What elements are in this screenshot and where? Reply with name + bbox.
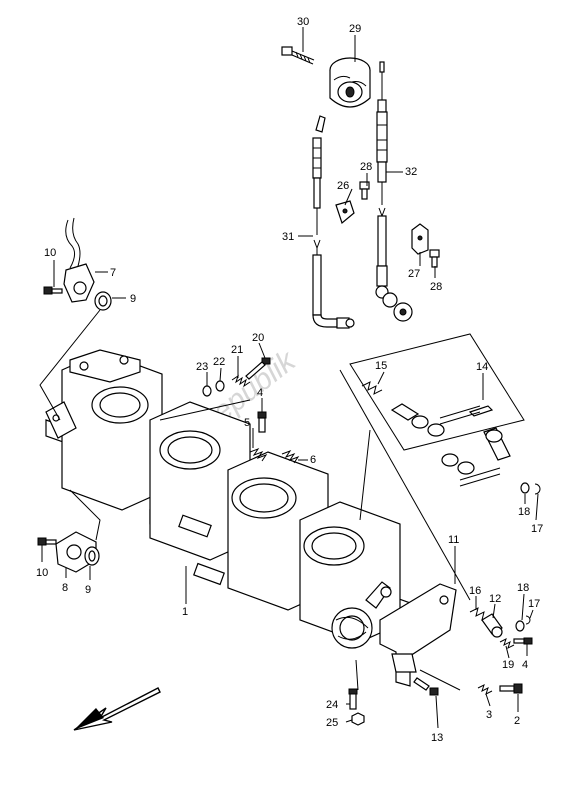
washer-18-lower <box>515 620 525 632</box>
callout-12: 12 <box>489 593 501 605</box>
callout-18: 18 <box>518 506 530 518</box>
callout-6: 6 <box>310 454 316 466</box>
sensor-8 <box>55 531 97 573</box>
throttle-body-1 <box>45 349 431 649</box>
screw-24 <box>348 688 358 710</box>
callout-4: 4 <box>522 659 528 671</box>
bracket-11 <box>379 583 457 687</box>
callout-31: 31 <box>282 231 294 243</box>
callout-30: 30 <box>297 16 309 28</box>
callout-24: 24 <box>326 699 338 711</box>
washer-18-upper <box>520 482 530 494</box>
callout-8: 8 <box>62 582 68 594</box>
screw-20 <box>245 357 271 380</box>
cable-32 <box>375 61 413 322</box>
callout-2: 2 <box>514 715 520 727</box>
callout-25: 25 <box>326 717 338 729</box>
spring-6 <box>281 449 300 464</box>
spring-19 <box>499 638 515 649</box>
cable-guide-29 <box>329 57 371 108</box>
callout-1: 1 <box>182 606 188 618</box>
screw-4-top <box>257 411 267 433</box>
callout-5: 5 <box>244 417 250 429</box>
spring-15 <box>361 381 383 395</box>
bolt-28-upper <box>359 181 370 200</box>
callout-10: 10 <box>36 567 48 579</box>
sensor-7 <box>63 217 95 303</box>
o-ring-9-lower <box>84 546 100 566</box>
callout-19: 19 <box>502 659 514 671</box>
callout-9: 9 <box>85 584 91 596</box>
callout-17: 17 <box>531 523 543 535</box>
screw-13 <box>413 677 439 696</box>
screw-2 <box>499 683 523 694</box>
lever-12 <box>481 613 503 638</box>
callout-32: 32 <box>405 166 417 178</box>
callout-18: 18 <box>517 582 529 594</box>
callout-10: 10 <box>44 247 56 259</box>
nut-25 <box>351 712 365 726</box>
leader-lines <box>39 27 539 729</box>
bracket-27 <box>411 223 429 255</box>
o-ring-23 <box>202 385 212 397</box>
clip-17-lower <box>525 615 531 625</box>
clip-17-upper <box>534 483 541 495</box>
callout-7: 7 <box>110 267 116 279</box>
bolt-30 <box>281 46 315 65</box>
callout-14: 14 <box>476 361 488 373</box>
callout-17: 17 <box>528 598 540 610</box>
callout-26: 26 <box>337 180 349 192</box>
washer-22 <box>215 380 225 392</box>
screw-3 <box>477 684 493 695</box>
callout-4: 4 <box>257 387 263 399</box>
screw-10-upper <box>43 286 63 295</box>
linkage-assembly-14 <box>349 333 525 487</box>
callout-21: 21 <box>231 344 243 356</box>
sensor-plate <box>45 401 77 439</box>
callout-16: 16 <box>469 585 481 597</box>
callout-labels: 30 29 28 26 32 31 27 28 10 7 9 20 21 22 … <box>36 16 543 744</box>
callout-27: 27 <box>408 268 420 280</box>
callout-29: 29 <box>349 23 361 35</box>
spring-5 <box>249 447 268 462</box>
callout-3: 3 <box>486 709 492 721</box>
callout-11: 11 <box>448 534 459 546</box>
cable-31 <box>312 115 355 329</box>
callout-22: 22 <box>213 356 225 368</box>
callout-20: 20 <box>252 332 264 344</box>
callout-23: 23 <box>196 361 208 373</box>
screw-4-lower <box>513 637 533 645</box>
callout-15: 15 <box>375 360 387 372</box>
callout-9: 9 <box>130 293 136 305</box>
front-arrow-icon <box>73 687 161 731</box>
o-ring-9-upper <box>94 291 112 311</box>
callout-28: 28 <box>360 161 372 173</box>
bracket-26 <box>335 200 355 225</box>
bolt-28-lower <box>429 249 440 268</box>
screw-10-lower <box>37 537 57 546</box>
callout-28: 28 <box>430 281 442 293</box>
callout-13: 13 <box>431 732 443 744</box>
